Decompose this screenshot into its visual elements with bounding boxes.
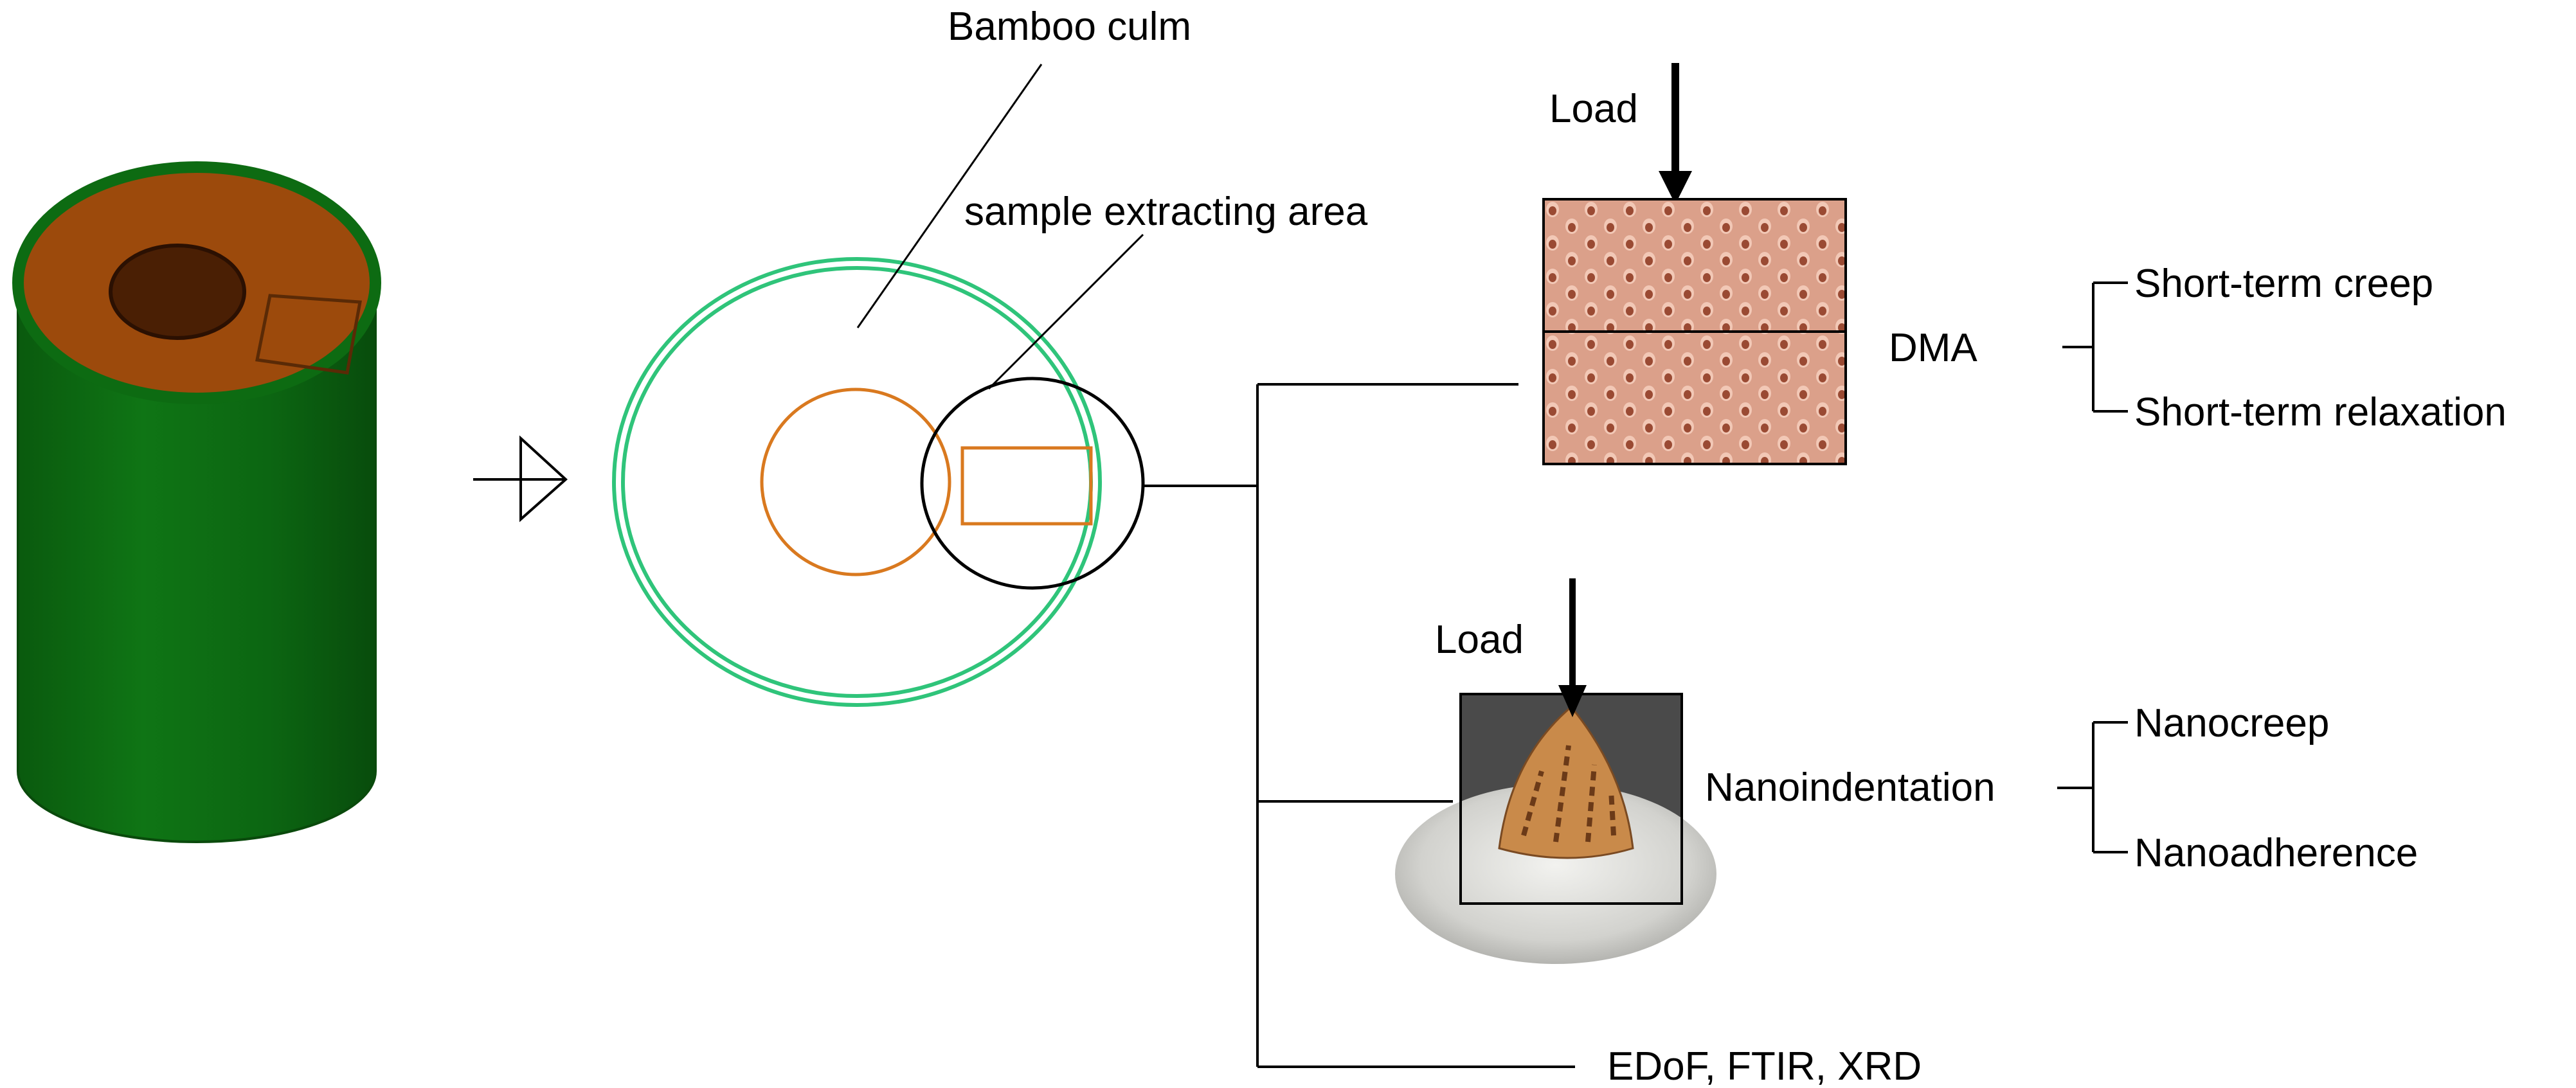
nano-bracket (2057, 721, 2128, 853)
bamboo-culm-label: Bamboo culm (948, 4, 1191, 49)
dma-branch: Load DMA Short-term creep Short-term rel… (1542, 63, 2507, 465)
down-arrow-icon (1659, 63, 1692, 204)
dma-bracket (2062, 281, 2128, 413)
nano-specimen-image (1395, 693, 1716, 964)
cylinder-sample-cut (255, 294, 362, 375)
nanocreep-label: Nanocreep (2134, 701, 2329, 745)
nanoadherence-label: Nanoadherence (2134, 831, 2418, 875)
culm-outer-ring (612, 257, 1102, 707)
bamboo-culm-leader (856, 64, 1043, 328)
dma-load-label: Load (1549, 87, 1638, 131)
culm-inner-ring (621, 266, 1093, 698)
cylinder-hole (109, 244, 246, 340)
view-direction-arrow-icon (473, 435, 568, 522)
short-term-relaxation-label: Short-term relaxation (2134, 390, 2507, 434)
cylinder-body (17, 281, 377, 843)
tree-connectors (1144, 383, 1575, 1068)
sample-area-label: sample extracting area (964, 190, 1368, 234)
cross-section: Bamboo culm sample extracting area (612, 4, 1368, 707)
edof-ftir-xrd-label: EDoF, FTIR, XRD (1607, 1044, 1922, 1088)
nanoindentation-branch: Load Nanoindentation Nanocreep Nanoadher… (1395, 578, 2418, 964)
down-arrow-icon (1558, 578, 1587, 717)
bamboo-cylinder (12, 161, 381, 843)
sample-area-circle (920, 377, 1145, 590)
culm-cavity (760, 388, 951, 576)
nanoindentation-label: Nanoindentation (1705, 765, 1995, 810)
sample-area-leader (987, 233, 1144, 390)
sample-rectangle (960, 446, 1093, 526)
dma-label: DMA (1889, 326, 1977, 370)
dma-specimen-image (1542, 198, 1847, 465)
nano-load-label: Load (1435, 618, 1524, 662)
short-term-creep-label: Short-term creep (2134, 262, 2433, 306)
